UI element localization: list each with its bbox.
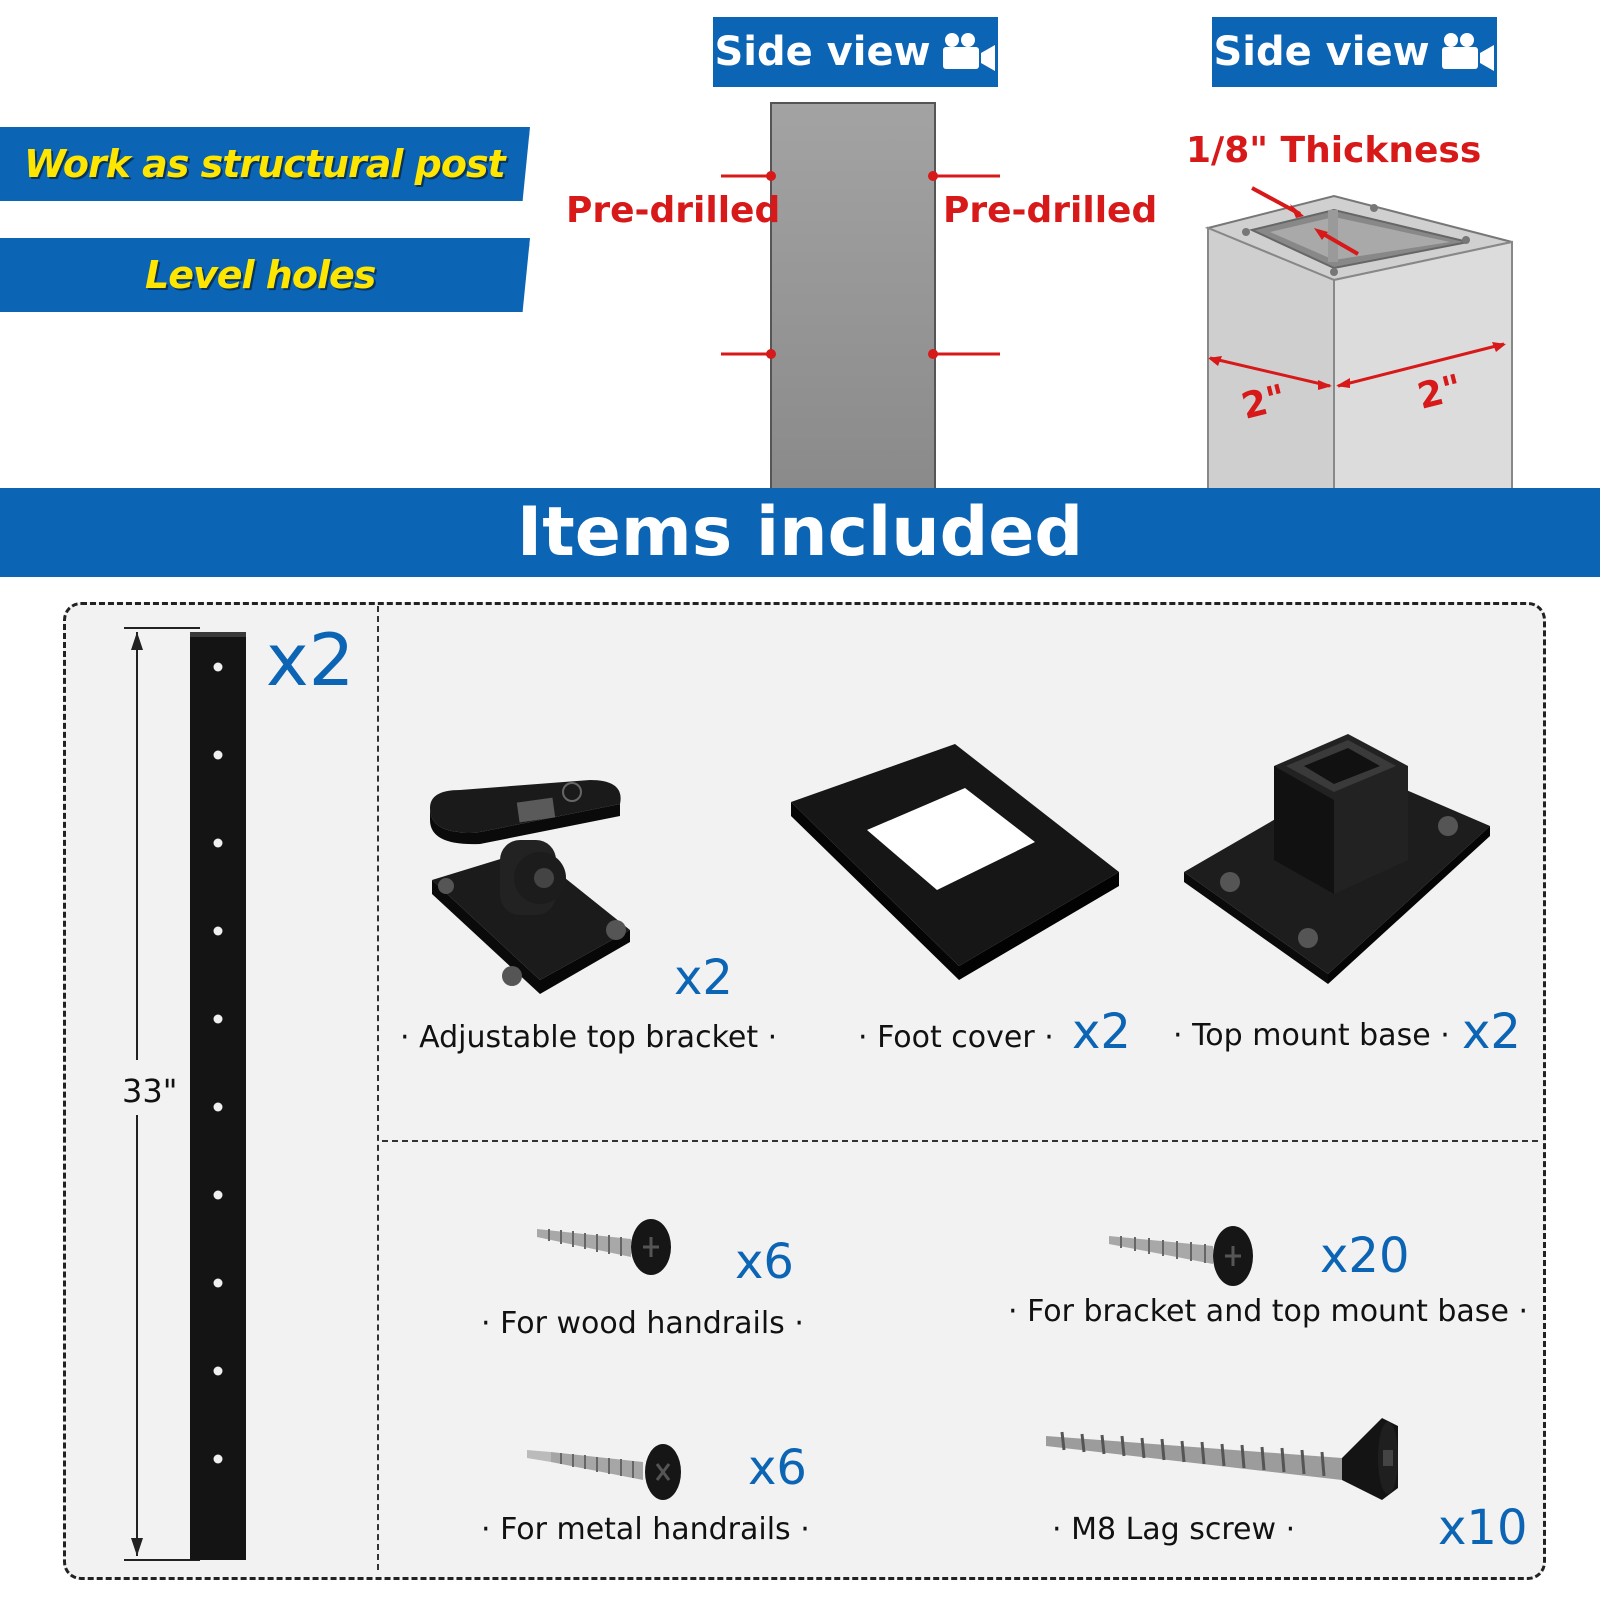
divider-horizontal — [382, 1140, 1538, 1142]
side-view-badge-1: Side view — [713, 17, 998, 87]
post-quantity: x2 — [266, 618, 355, 702]
bracket-screw-name: For bracket and top mount base — [1027, 1294, 1509, 1329]
foot-cover-image — [791, 744, 1119, 980]
bracket-label: · Adjustable top bracket · — [400, 1020, 778, 1055]
top-mount-base-label: · Top mount base · — [1173, 1018, 1450, 1053]
top-mount-base-name: Top mount base — [1192, 1018, 1431, 1053]
metal-screw-image — [527, 1444, 681, 1500]
bracket-name: Adjustable top bracket — [419, 1020, 759, 1055]
divider-vertical — [377, 606, 379, 1570]
lag-screw-image — [1046, 1418, 1398, 1500]
metal-screw-name: For metal handrails — [500, 1512, 791, 1547]
foot-cover-name: Foot cover — [877, 1020, 1035, 1055]
bracket-quantity: x2 — [674, 950, 733, 1006]
lag-screw-name: M8 Lag screw — [1071, 1512, 1277, 1547]
metal-screw-quantity: x6 — [748, 1440, 807, 1496]
foot-cover-label: · Foot cover · — [858, 1020, 1054, 1055]
pre-drilled-label-right: Pre-drilled — [943, 190, 1158, 231]
bracket-screw-label: · For bracket and top mount base · — [1008, 1294, 1528, 1329]
feature-banner-structural: Work as structural post — [0, 127, 530, 201]
post-side-view — [721, 102, 1000, 490]
feature-structural-post: Work as structural post — [24, 142, 506, 186]
side-view-badge-2: Side view — [1212, 17, 1497, 87]
square-tube-3d — [1204, 186, 1513, 490]
metal-screw-label: · For metal handrails · — [481, 1512, 810, 1547]
wood-screw-image — [537, 1219, 671, 1275]
thickness-label: 1/8" Thickness — [1186, 130, 1482, 171]
video-camera-icon — [1441, 33, 1494, 71]
pre-drilled-label-left: Pre-drilled — [566, 190, 781, 231]
post-length-label: 33" — [122, 1072, 178, 1110]
wood-screw-quantity: x6 — [735, 1234, 794, 1290]
video-camera-icon — [942, 33, 995, 71]
foot-cover-quantity: x2 — [1072, 1004, 1131, 1060]
section-title: Items included — [0, 488, 1600, 577]
wood-screw-name: For wood handrails — [500, 1306, 785, 1341]
bracket-screw-quantity: x20 — [1320, 1228, 1410, 1284]
feature-level-holes: Level holes — [145, 253, 376, 297]
side-view-label-1: Side view — [714, 29, 931, 75]
lag-screw-quantity: x10 — [1438, 1500, 1528, 1556]
adjustable-top-bracket-image — [430, 780, 630, 994]
top-mount-base-quantity: x2 — [1462, 1004, 1521, 1060]
wood-screw-label: · For wood handrails · — [481, 1306, 804, 1341]
top-mount-base-image — [1184, 734, 1490, 984]
feature-banner-level-holes: Level holes — [0, 238, 530, 312]
bracket-screw-image — [1109, 1226, 1253, 1286]
lag-screw-label: · M8 Lag screw · — [1052, 1512, 1296, 1547]
post-image — [124, 627, 246, 1561]
side-view-label-2: Side view — [1213, 29, 1430, 75]
